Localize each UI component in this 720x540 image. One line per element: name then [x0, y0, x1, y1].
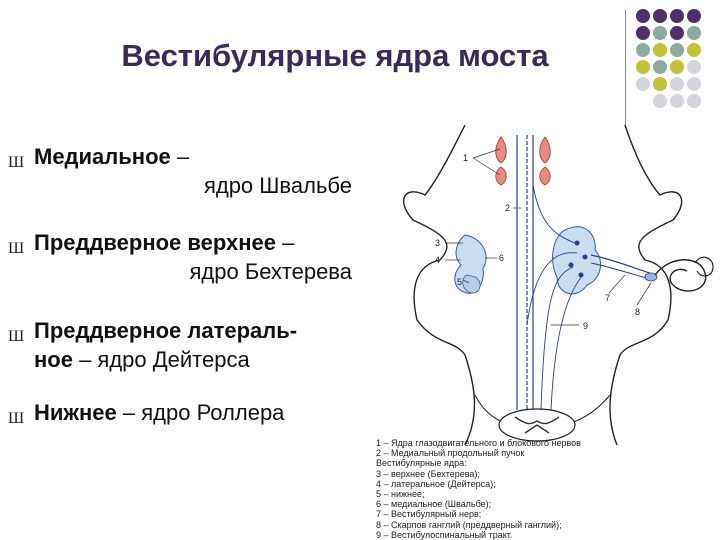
bullet-marker: Ш	[8, 328, 25, 345]
brainstem-outline	[402, 125, 476, 446]
brainstem-diagram: 1 2 3 4 5 6 7 8 9	[402, 125, 714, 446]
bullet-marker: Ш	[8, 154, 25, 171]
decor-dot	[653, 94, 667, 108]
diagram-label-7: 7	[605, 293, 610, 303]
legend-line: Вестибулярные ядра:	[376, 458, 467, 469]
decor-dot	[687, 60, 701, 74]
legend-line: 2 – Медиальный продольный пучок	[376, 448, 525, 459]
decor-dot	[653, 60, 667, 74]
bullet-marker: Ш	[8, 240, 25, 257]
diagram-label-1: 1	[463, 153, 468, 163]
bullet-term-cont: ное	[34, 347, 73, 372]
diagram-label-3: 3	[435, 238, 440, 248]
leader-line	[472, 148, 501, 159]
decor-dot	[670, 43, 684, 57]
leader-line	[462, 279, 470, 284]
vestibular-projection	[550, 274, 584, 411]
bullet-term: Преддверное латераль-	[34, 318, 298, 343]
vestibular-nucleus-left-lower	[462, 274, 481, 294]
decor-dot	[670, 77, 684, 91]
decor-dot	[687, 77, 701, 91]
diagram-label-6: 6	[499, 253, 504, 263]
decor-divider	[625, 10, 626, 128]
decor-dot	[636, 9, 650, 23]
leader-line	[608, 274, 626, 294]
diagram-label-4: 4	[435, 255, 440, 265]
legend-line: 4 – латеральное (Дейтерса);	[376, 478, 496, 489]
brainstem-outline	[609, 125, 683, 446]
bullet-dash: –	[170, 144, 190, 169]
vestibular-projection	[540, 266, 574, 411]
neuron	[582, 254, 588, 260]
bullet-line2: ядро Бехтерева	[189, 259, 353, 284]
decor-dot-grid	[636, 9, 701, 108]
bullet-term: Медиальное	[34, 144, 171, 169]
neuron	[574, 240, 580, 246]
trochlear-nucleus	[495, 166, 507, 186]
trochlear-nucleus	[539, 166, 551, 186]
decor-dot	[653, 9, 667, 23]
spinal-grey-matter	[514, 416, 560, 434]
bullet-line2: ядро Швальбе	[203, 173, 352, 198]
decor-dot	[653, 26, 667, 40]
neuron	[568, 262, 574, 268]
decor-dot	[636, 77, 650, 91]
decor-dot	[670, 9, 684, 23]
vestibular-nucleus-right	[552, 226, 602, 295]
legend-line: 5 – нижнее;	[376, 489, 425, 500]
decor-dot	[636, 43, 650, 57]
legend-line: 9 – Вестибулоспинальный тракт.	[376, 529, 513, 540]
bullet-line2: – ядро Дейтерса	[72, 347, 250, 372]
slide-title: Вестибулярные ядра моста	[121, 38, 549, 73]
decor-dot	[670, 26, 684, 40]
decor-dot	[636, 26, 650, 40]
vestibular-projection	[532, 184, 576, 244]
legend-line: 3 – верхнее (Бехтерева);	[376, 468, 480, 479]
diagram-label-2: 2	[505, 203, 510, 213]
bullet-dash: –	[276, 230, 295, 255]
decor-dot	[670, 60, 684, 74]
legend-line: 8 – Скарпов ганглий (преддверный ганглий…	[376, 519, 562, 530]
decor-dot	[636, 60, 650, 74]
diagram-label-5: 5	[457, 277, 462, 287]
oculomotor-nucleus	[495, 136, 507, 164]
leader-line	[636, 282, 652, 306]
scarpa-ganglion	[644, 272, 658, 282]
diagram-label-9: 9	[583, 321, 588, 331]
decor-dot	[687, 94, 701, 108]
decor-dot	[653, 43, 667, 57]
legend-line: 1 – Ядра глазодвигательного и блокового …	[376, 438, 581, 448]
vestibular-projection	[526, 252, 578, 326]
decor-dot	[687, 43, 701, 57]
diagram-legend: 1 – Ядра глазодвигательного и блокового …	[376, 438, 716, 540]
labyrinth	[654, 259, 707, 292]
legend-line: 6 – медиальное (Швальбе);	[376, 499, 492, 510]
labyrinth	[694, 256, 714, 277]
decor-dot	[670, 94, 684, 108]
leader-line	[472, 157, 501, 176]
decor-dot	[687, 26, 701, 40]
bullet-marker: Ш	[8, 410, 25, 427]
diagram-label-8: 8	[635, 307, 640, 317]
decor-dot	[653, 77, 667, 91]
bullet-term: Преддверное верхнее	[34, 230, 277, 255]
bullet-dash: – ядро Роллера	[116, 400, 285, 425]
vestibular-nucleus-left	[454, 234, 487, 294]
bullet-term: Нижнее	[34, 400, 117, 425]
legend-line: 7 – Вестибулярный нерв;	[376, 509, 482, 520]
oculomotor-nucleus	[539, 136, 551, 164]
decor-dot	[687, 9, 701, 23]
